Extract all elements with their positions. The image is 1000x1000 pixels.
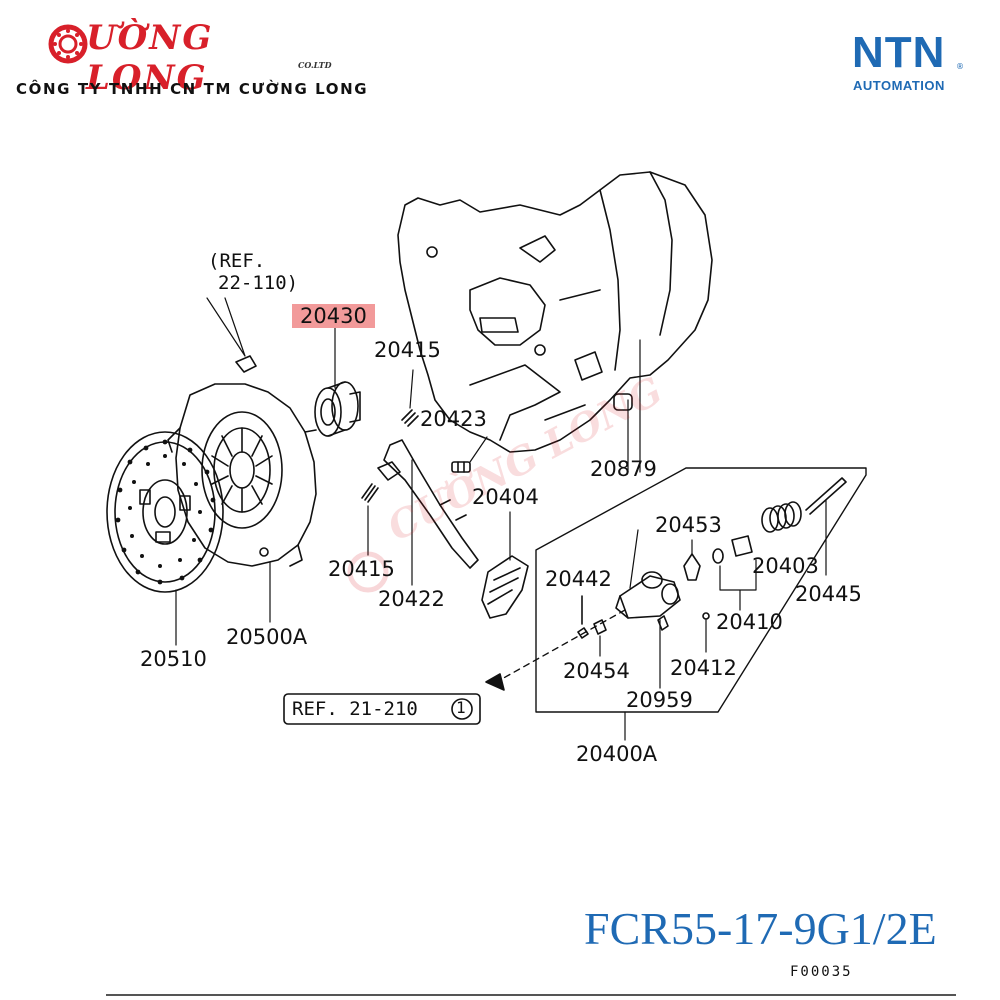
bushing-20879: [613, 393, 633, 411]
label-20442: 20442: [545, 567, 612, 591]
label-20453: 20453: [655, 513, 722, 537]
pressure-plate-20500A: [167, 383, 317, 567]
clip-ref: [235, 355, 257, 373]
release-fork-20422: [377, 439, 479, 569]
release-bearing-20430: [314, 381, 361, 437]
label-20415-bottom: 20415: [328, 557, 395, 581]
company-logo: ƯỜNG LONG CO.LTD: [46, 18, 346, 98]
brand-logo: NTN ® AUTOMATION: [852, 28, 982, 98]
label-20500A: 20500A: [226, 625, 308, 649]
label-20404: 20404: [472, 485, 539, 509]
dashed-arrow: [499, 609, 626, 681]
label-20423: 20423: [420, 407, 487, 431]
label-20410: 20410: [716, 610, 783, 634]
boot-20404: [481, 555, 529, 619]
kit-bracket-20400A: [535, 467, 867, 713]
spring-20415-bottom: [361, 483, 379, 503]
watermark: [347, 551, 389, 593]
seal-20410-a: [712, 548, 724, 564]
ref-circle: [451, 698, 473, 720]
logo-suffix: CO.LTD: [298, 60, 332, 70]
label-20510: 20510: [140, 647, 207, 671]
cap-20412: [702, 612, 710, 620]
figure-code: F00035: [790, 964, 853, 980]
registered-mark: ®: [956, 62, 964, 71]
label-20454: 20454: [563, 659, 630, 683]
screw-20959: [657, 615, 669, 631]
footer-divider: [106, 994, 956, 996]
piston-20410: [731, 535, 753, 557]
company-name: CÔNG TY TNHH CN TM CƯỜNG LONG: [16, 80, 369, 98]
spring-20415-top: [401, 409, 419, 427]
ref-21-210-circle-number: 1: [456, 698, 466, 717]
arrow-head-icon: [485, 673, 505, 691]
pushrod-20445: [805, 477, 847, 515]
model-number: FCR55-17-9G1/2E: [584, 903, 937, 954]
bearing-icon: [48, 24, 88, 64]
label-20412: 20412: [670, 656, 737, 680]
label-20422: 20422: [378, 587, 445, 611]
label-20400A: 20400A: [576, 742, 658, 766]
transmission-housing: [397, 171, 713, 453]
clutch-disc-20510: [106, 431, 224, 593]
label-20879: 20879: [590, 457, 657, 481]
pivot-stud-20423: [451, 461, 471, 473]
label-20959: 20959: [626, 688, 693, 712]
brand-tagline: AUTOMATION: [853, 78, 945, 93]
ball-20454: [577, 627, 589, 639]
bleeder-20442: [581, 595, 607, 635]
ref-22-line1: (REF.: [208, 250, 266, 272]
ref-21-210-text: REF. 21-210: [292, 698, 418, 720]
boot-20453: [683, 553, 701, 581]
logo-text: ƯỜNG LONG: [86, 18, 214, 98]
label-20403: 20403: [752, 554, 819, 578]
ref-box: [283, 693, 481, 725]
brand-name: NTN: [852, 28, 946, 77]
label-20415-top: 20415: [374, 338, 441, 362]
slave-cylinder-20959: [615, 571, 681, 619]
label-20430-highlighted: 20430: [292, 304, 375, 328]
spring-20403: [761, 501, 802, 533]
ref-22-line2: 22-110): [218, 272, 299, 294]
label-20445: 20445: [795, 582, 862, 606]
